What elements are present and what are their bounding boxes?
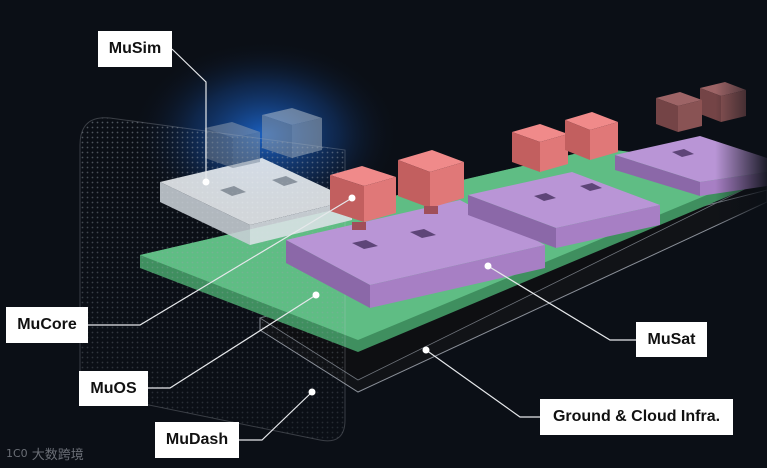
leader-lines <box>88 48 636 441</box>
mucore-cube-1 <box>330 166 396 230</box>
musat-platform-1 <box>286 200 545 308</box>
anchor-dots <box>202 178 492 396</box>
anchor-ground <box>422 346 430 354</box>
label-musat: MuSat <box>636 322 707 357</box>
watermark-text: 大数跨境 <box>31 447 84 462</box>
leader-musat <box>487 265 636 341</box>
watermark-logo-icon: 1C0 <box>6 447 28 460</box>
label-mucore: MuCore <box>6 307 88 343</box>
leader-muos <box>148 294 317 389</box>
anchor-mucore <box>348 194 356 202</box>
leader-mucore <box>88 197 353 326</box>
anchor-musat <box>484 262 492 270</box>
mucore-cube-2 <box>398 150 464 214</box>
label-musim: MuSim <box>98 31 172 67</box>
mucore-cube-3 <box>512 124 568 172</box>
label-mudash: MuDash <box>155 422 239 458</box>
musim-platform <box>160 108 352 245</box>
anchor-musim <box>202 178 210 186</box>
leader-musim <box>171 48 207 182</box>
watermark: 1C0 大数跨境 <box>6 444 84 463</box>
anchor-mudash <box>308 388 316 396</box>
label-muos: MuOS <box>79 371 148 406</box>
leader-mudash <box>239 391 313 441</box>
leader-ground <box>425 349 540 418</box>
label-ground-cloud-infra: Ground & Cloud Infra. <box>540 399 733 435</box>
anchor-muos <box>312 291 320 299</box>
